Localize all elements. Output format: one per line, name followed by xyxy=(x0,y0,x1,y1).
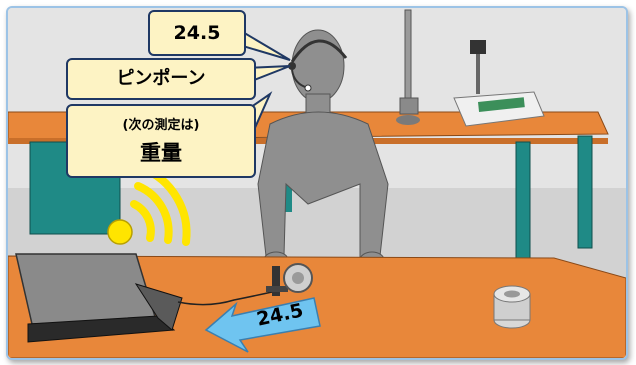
next-measure-item: 重量 xyxy=(140,141,182,165)
height-gauge xyxy=(396,9,420,125)
caliper-instrument xyxy=(266,263,313,296)
sound-callout: ピンポーン xyxy=(66,58,256,100)
left-arrow-icon xyxy=(204,297,321,353)
measurement-value-text: 24.5 xyxy=(173,22,221,44)
wire-coil xyxy=(493,285,531,329)
front-desk xyxy=(8,255,626,358)
measurement-value-callout: 24.5 xyxy=(148,10,246,56)
next-measure-callout: (次の測定は) 重量 xyxy=(66,104,256,178)
scene-illustration xyxy=(8,8,626,358)
illustration-frame: 24.5 ピンポーン (次の測定は) 重量 24.5 xyxy=(6,6,628,360)
headset-icon xyxy=(288,39,348,92)
person-figure xyxy=(257,29,389,269)
sound-text: ピンポーン xyxy=(116,68,206,89)
next-measure-note: (次の測定は) xyxy=(122,118,200,133)
electronic-scale xyxy=(453,40,545,127)
laptop-computer xyxy=(15,253,273,343)
